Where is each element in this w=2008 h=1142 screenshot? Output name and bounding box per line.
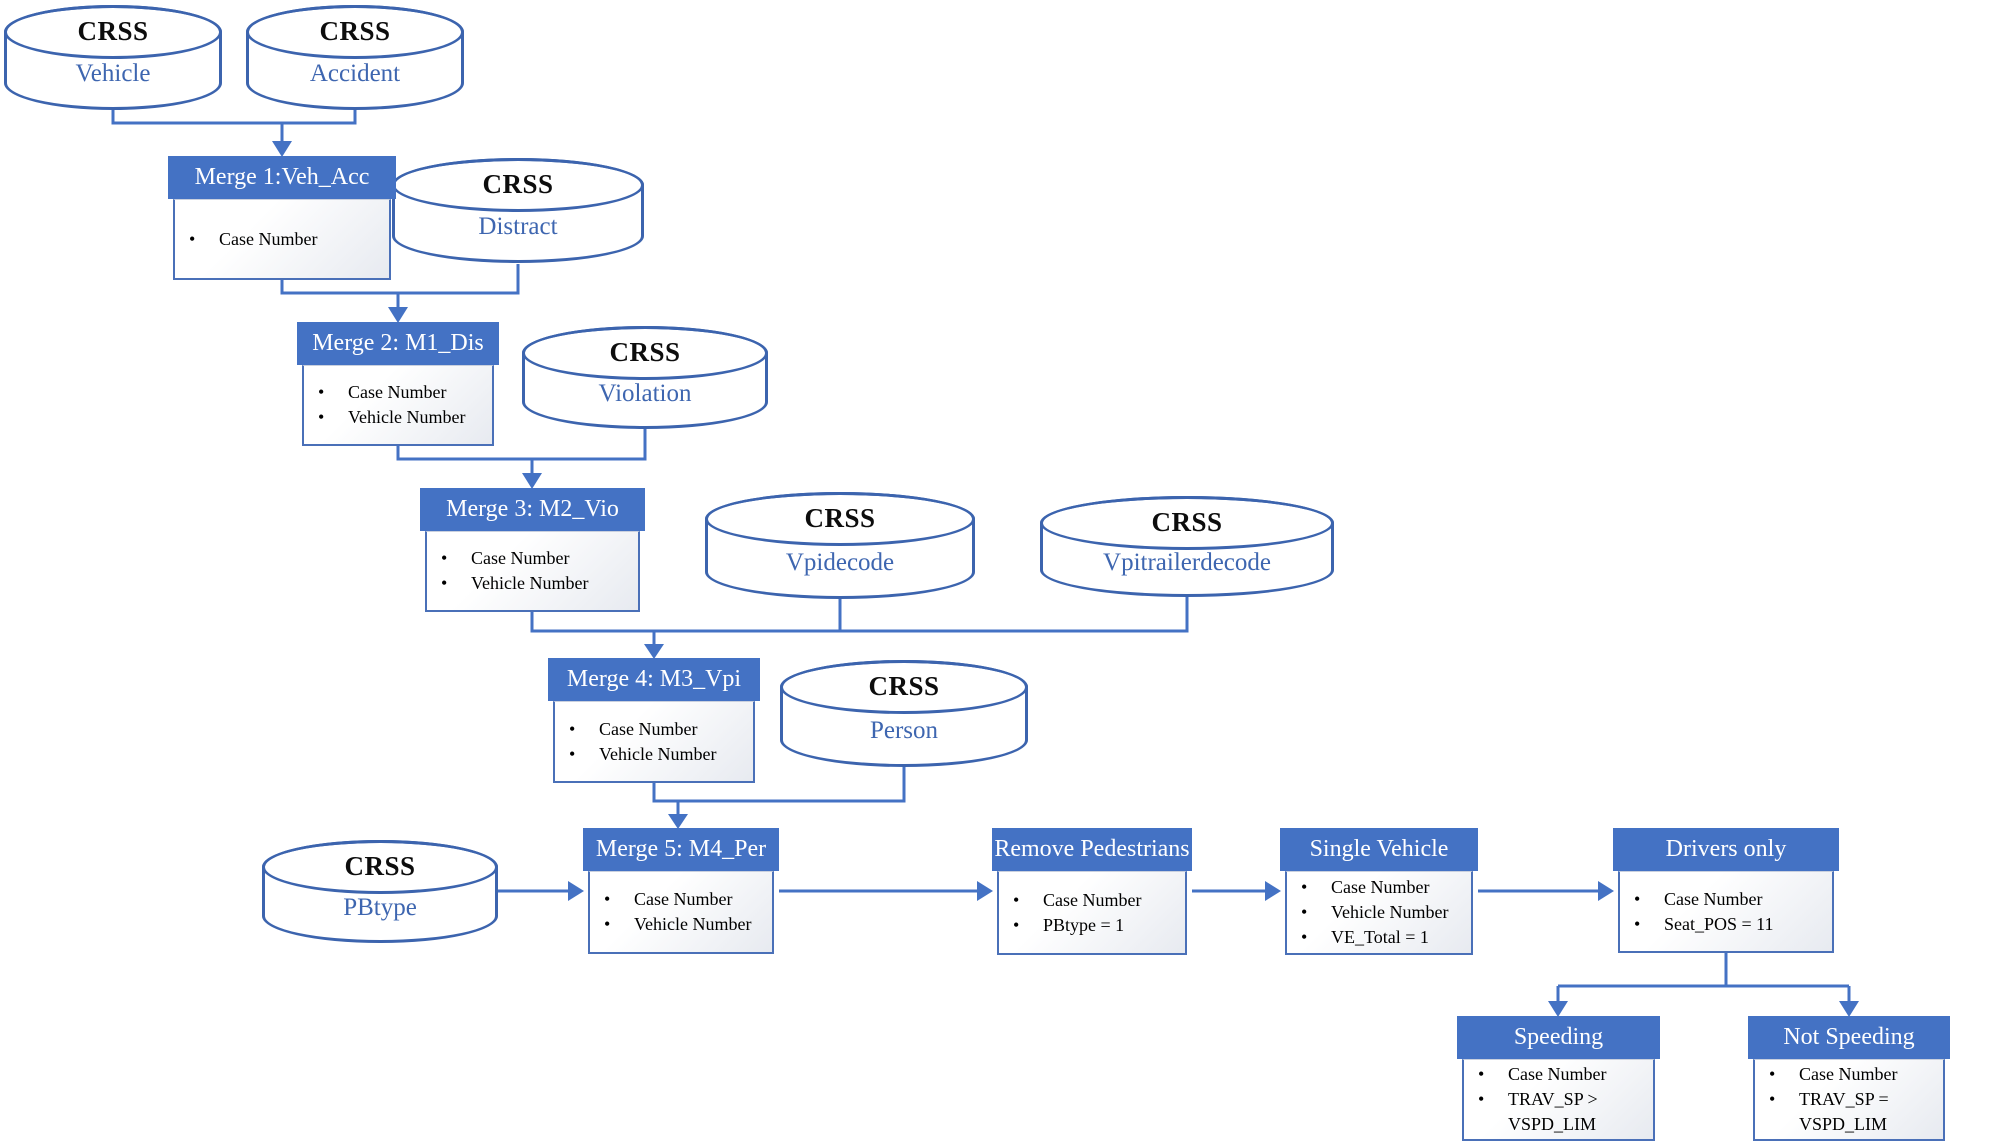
db-cylinder-vpidecode: CRSS Vpidecode (705, 492, 975, 599)
bullet-item: Case Number (1759, 1062, 1939, 1087)
db-title: CRSS (319, 15, 391, 46)
db-cylinder-vpitrailerdecode: CRSS Vpitrailerdecode (1040, 496, 1334, 597)
process-box-title: Merge 1:Veh_Acc (168, 156, 396, 199)
process-box-title: Not Speeding (1748, 1016, 1950, 1059)
db-title: CRSS (482, 168, 554, 199)
process-box-title: Single Vehicle (1280, 828, 1478, 871)
bullet-list: Case Number Vehicle Number (590, 885, 772, 939)
bullet-list: Case Number Vehicle Number (304, 378, 492, 432)
process-box-title: Remove Pedestrians (992, 828, 1192, 871)
bullet-item: TRAV_SP > VSPD_LIM (1468, 1087, 1649, 1137)
bullet-list: Case Number TRAV_SP = VSPD_LIM (1755, 1060, 1943, 1139)
process-box-drivers-only: Drivers only Case Number Seat_POS = 11 (1613, 828, 1839, 953)
bullet-list: Case Number Seat_POS = 11 (1620, 885, 1832, 939)
process-box-body: Case Number (173, 199, 391, 280)
bullet-item: Vehicle Number (559, 742, 749, 767)
bullet-list: Case Number (175, 225, 389, 254)
bullet-item: Vehicle Number (1291, 900, 1467, 925)
process-box-body: Case Number Seat_POS = 11 (1618, 871, 1834, 953)
process-box-body: Case Number TRAV_SP = VSPD_LIM (1753, 1059, 1945, 1141)
process-box-merge-5: Merge 5: M4_Per Case Number Vehicle Numb… (583, 828, 779, 954)
db-cylinder-pbtype: CRSS PBtype (262, 840, 498, 943)
process-box-merge-2: Merge 2: M1_Dis Case Number Vehicle Numb… (297, 322, 499, 446)
process-box-merge-1: Merge 1:Veh_Acc Case Number (168, 156, 396, 280)
process-box-title: Drivers only (1613, 828, 1839, 871)
process-box-title: Merge 3: M2_Vio (420, 488, 645, 531)
bullet-item: PBtype = 1 (1003, 913, 1181, 938)
process-box-title: Speeding (1457, 1016, 1660, 1059)
process-box-remove-pedestrians: Remove Pedestrians Case Number PBtype = … (992, 828, 1192, 955)
bullet-item: Seat_POS = 11 (1624, 912, 1828, 937)
bullet-item: Case Number (431, 546, 634, 571)
process-box-title: Merge 4: M3_Vpi (548, 658, 760, 701)
bullet-item: Case Number (594, 887, 768, 912)
db-label: Vpidecode (785, 548, 895, 576)
process-box-body: Case Number Vehicle Number (588, 871, 774, 954)
bullet-item: Case Number (1003, 888, 1181, 913)
db-title: CRSS (609, 336, 681, 367)
process-box-body: Case Number Vehicle Number (553, 701, 755, 783)
bullet-item: Case Number (1468, 1062, 1649, 1087)
db-cylinder-person: CRSS Person (780, 660, 1028, 767)
process-box-single-vehicle: Single Vehicle Case Number Vehicle Numbe… (1280, 828, 1478, 955)
db-title: CRSS (804, 503, 876, 534)
bullet-list: Case Number Vehicle Number (555, 715, 753, 769)
bullet-list: Case Number TRAV_SP > VSPD_LIM (1464, 1060, 1653, 1139)
bullet-item: Vehicle Number (594, 912, 768, 937)
db-cylinder-vehicle: CRSS Vehicle (4, 5, 222, 110)
process-box-body: Case Number Vehicle Number (425, 531, 640, 612)
connector-arrowheads (272, 141, 1859, 1017)
bullet-list: Case Number Vehicle Number VE_Total = 1 (1287, 873, 1471, 952)
process-box-merge-3: Merge 3: M2_Vio Case Number Vehicle Numb… (420, 488, 645, 612)
db-cylinder-accident: CRSS Accident (246, 5, 464, 110)
process-box-body: Case Number PBtype = 1 (997, 871, 1187, 955)
bullet-item: VE_Total = 1 (1291, 925, 1467, 950)
db-label: Person (869, 716, 939, 744)
db-cylinder-violation: CRSS Violation (522, 326, 768, 429)
process-box-body: Case Number TRAV_SP > VSPD_LIM (1462, 1059, 1655, 1141)
bullet-item: Case Number (179, 227, 385, 252)
db-title: CRSS (77, 15, 149, 46)
db-cylinder-distract: CRSS Distract (392, 158, 644, 263)
process-box-body: Case Number Vehicle Number VE_Total = 1 (1285, 871, 1473, 955)
process-box-title: Merge 5: M4_Per (583, 828, 779, 871)
db-title: CRSS (1151, 506, 1223, 537)
db-label: Vpitrailerdecode (1103, 549, 1271, 577)
process-box-body: Case Number Vehicle Number (302, 365, 494, 446)
process-box-title: Merge 2: M1_Dis (297, 322, 499, 365)
db-label: Violation (598, 380, 692, 408)
bullet-item: Case Number (559, 717, 749, 742)
db-title: CRSS (344, 850, 416, 881)
bullet-list: Case Number Vehicle Number (427, 544, 638, 598)
bullet-item: Case Number (1291, 875, 1467, 900)
bullet-item: Vehicle Number (431, 571, 634, 596)
db-label: PBtype (343, 894, 417, 922)
bullet-item: TRAV_SP = VSPD_LIM (1759, 1087, 1939, 1137)
process-box-merge-4: Merge 4: M3_Vpi Case Number Vehicle Numb… (548, 658, 760, 783)
connector-lines (111, 110, 1851, 1001)
bullet-item: Case Number (308, 380, 488, 405)
process-box-not-speeding: Not Speeding Case Number TRAV_SP = VSPD_… (1748, 1016, 1950, 1141)
bullet-item: Case Number (1624, 887, 1828, 912)
db-label: Vehicle (75, 60, 151, 88)
db-title: CRSS (868, 671, 940, 702)
db-label: Distract (478, 213, 558, 241)
process-box-speeding: Speeding Case Number TRAV_SP > VSPD_LIM (1457, 1016, 1660, 1141)
db-label: Accident (309, 60, 401, 88)
bullet-item: Vehicle Number (308, 405, 488, 430)
bullet-list: Case Number PBtype = 1 (999, 886, 1185, 940)
